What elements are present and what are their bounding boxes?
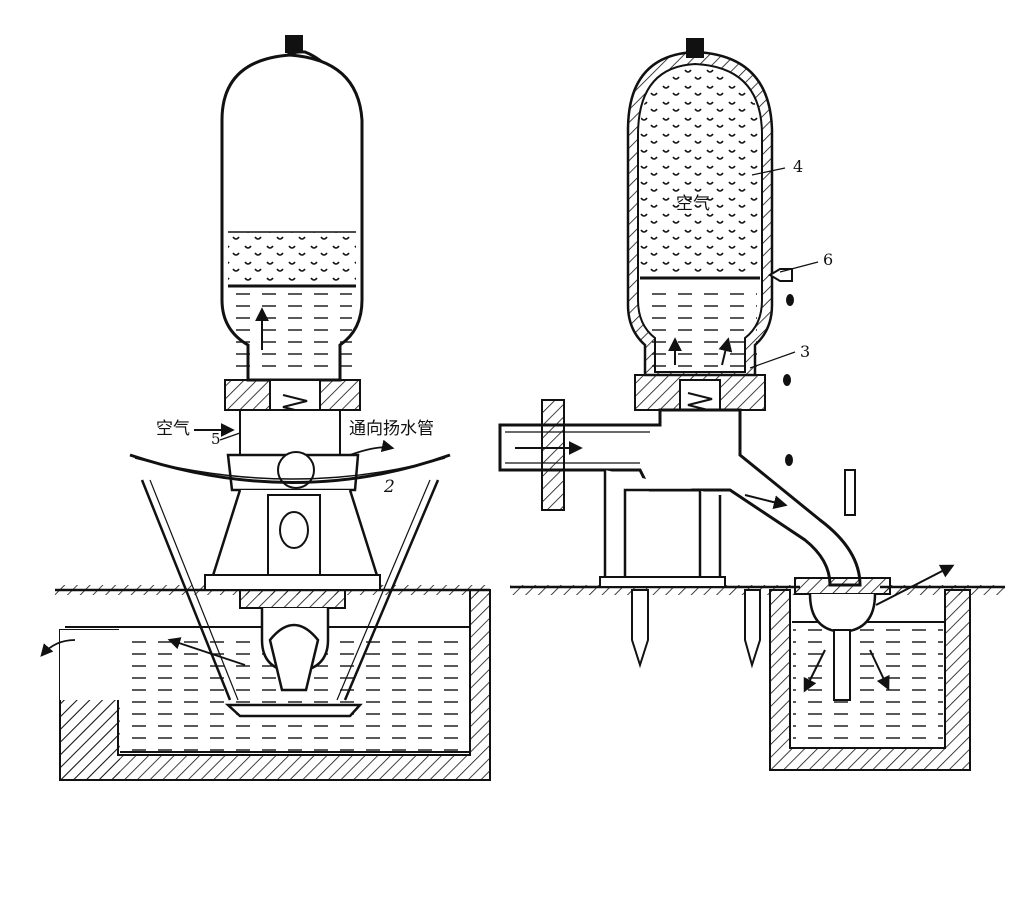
left-air-label: 空气 — [156, 419, 190, 439]
right-ram-pump: 空气 4 6 3 — [498, 38, 1005, 771]
left-air-vessel — [220, 35, 364, 382]
right-label-3: 3 — [800, 342, 810, 361]
left-valve-body — [204, 379, 382, 692]
right-air-vessel — [626, 38, 794, 466]
right-air-label: 空气 — [676, 194, 710, 214]
right-label-6: 6 — [823, 250, 833, 269]
right-ground — [510, 585, 1005, 771]
left-label-5-leader — [219, 432, 241, 441]
right-label-4: 4 — [793, 157, 803, 176]
left-label-2: 2 — [383, 477, 395, 497]
right-label-3-leader — [749, 351, 796, 369]
right-valve-and-pipe — [498, 374, 955, 701]
left-ram-pump: 空气 5 通向扬水管 2 — [40, 35, 491, 781]
left-label-5: 5 — [211, 430, 221, 448]
left-suspension-frame — [40, 439, 451, 718]
right-label-6-leader — [779, 261, 819, 273]
right-label-4-leader — [751, 167, 786, 176]
left-to-delivery-pipe-label: 通向扬水管 — [349, 419, 434, 439]
